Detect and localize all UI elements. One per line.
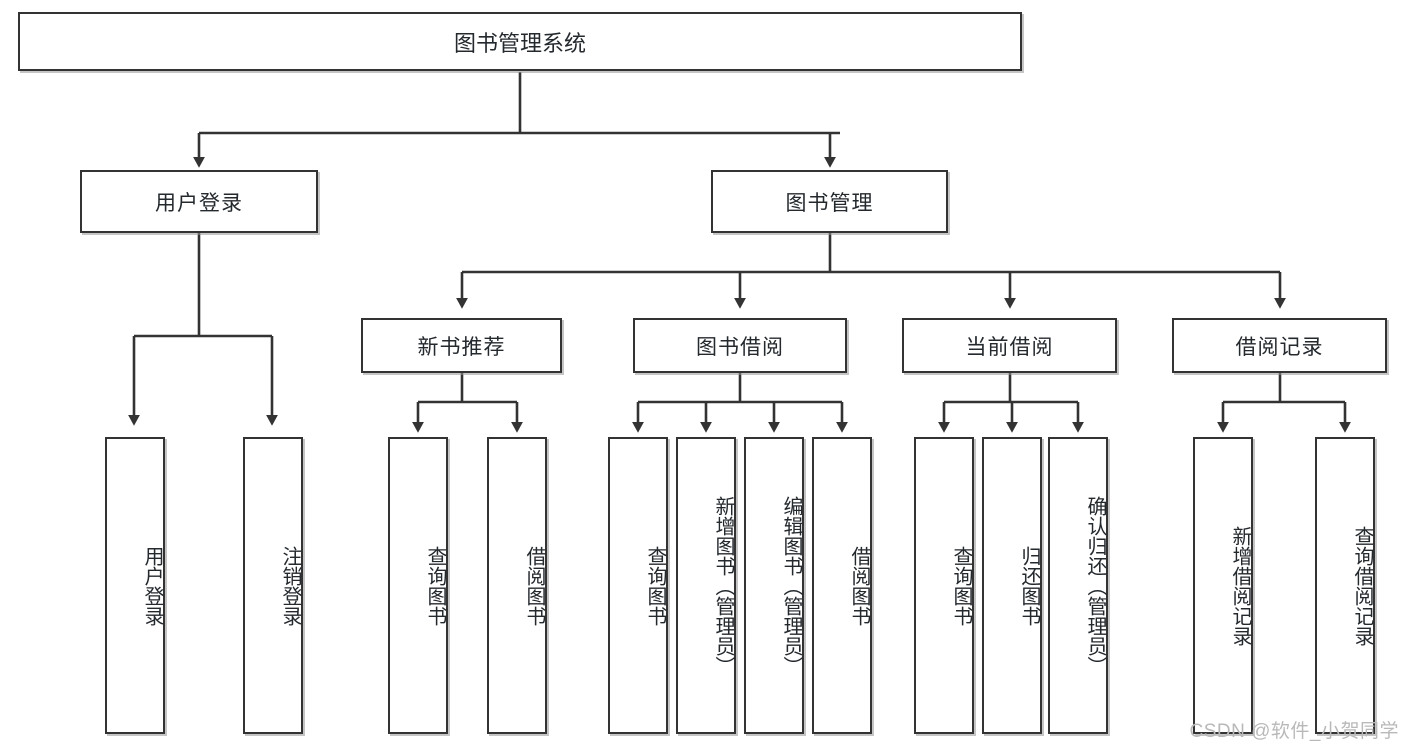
- leaf-user-login[interactable]: 用户登录: [105, 437, 165, 734]
- node-label: 查询图书: [424, 545, 446, 626]
- node-label: 编辑图书（管理员）: [780, 495, 802, 676]
- csdn-watermark: CSDN @软件_小贺同学: [1189, 721, 1399, 742]
- node-book-borrow[interactable]: 图书借阅: [633, 318, 847, 373]
- leaf-logout[interactable]: 注销登录: [243, 437, 303, 734]
- node-label: 用户登录: [155, 191, 243, 215]
- node-book-manage[interactable]: 图书管理: [711, 170, 948, 233]
- node-label: 查询借阅记录: [1351, 525, 1373, 646]
- node-user-login[interactable]: 用户登录: [80, 170, 318, 233]
- node-label: 确认归还（管理员）: [1084, 495, 1106, 676]
- node-label: 图书管理系统: [453, 30, 586, 56]
- leaf-query-book-recommend[interactable]: 查询图书: [388, 437, 448, 734]
- node-label: 借阅图书: [523, 545, 545, 626]
- node-label: 图书借阅: [696, 335, 784, 359]
- leaf-return-book[interactable]: 归还图书: [982, 437, 1042, 734]
- leaf-confirm-return-admin[interactable]: 确认归还（管理员）: [1048, 437, 1108, 734]
- node-label: 查询图书: [644, 545, 666, 626]
- node-label: 图书管理: [785, 191, 874, 215]
- node-label: 新增借阅记录: [1229, 525, 1251, 646]
- leaf-add-borrow-record[interactable]: 新增借阅记录: [1193, 437, 1253, 734]
- node-root-system[interactable]: 图书管理系统: [18, 12, 1022, 71]
- leaf-borrow-book[interactable]: 借阅图书: [812, 437, 872, 734]
- leaf-query-book-borrow[interactable]: 查询图书: [608, 437, 668, 734]
- leaf-query-book-current[interactable]: 查询图书: [914, 437, 974, 734]
- leaf-query-borrow-record[interactable]: 查询借阅记录: [1315, 437, 1375, 734]
- node-label: 归还图书: [1018, 545, 1040, 626]
- node-label: 用户登录: [141, 545, 163, 626]
- node-borrow-record[interactable]: 借阅记录: [1172, 318, 1387, 373]
- node-label: 借阅记录: [1235, 335, 1324, 359]
- leaf-borrow-book-recommend[interactable]: 借阅图书: [487, 437, 547, 734]
- node-label: 查询图书: [950, 545, 972, 626]
- node-label: 新增图书（管理员）: [712, 495, 734, 676]
- node-label: 当前借阅: [965, 335, 1054, 359]
- node-label: 借阅图书: [848, 545, 870, 626]
- leaf-add-book-admin[interactable]: 新增图书（管理员）: [676, 437, 736, 734]
- node-label: 注销登录: [279, 545, 301, 626]
- node-label: 新书推荐: [417, 335, 506, 359]
- node-new-book-recommend[interactable]: 新书推荐: [361, 318, 562, 373]
- leaf-edit-book-admin[interactable]: 编辑图书（管理员）: [744, 437, 804, 734]
- node-current-borrow[interactable]: 当前借阅: [902, 318, 1117, 373]
